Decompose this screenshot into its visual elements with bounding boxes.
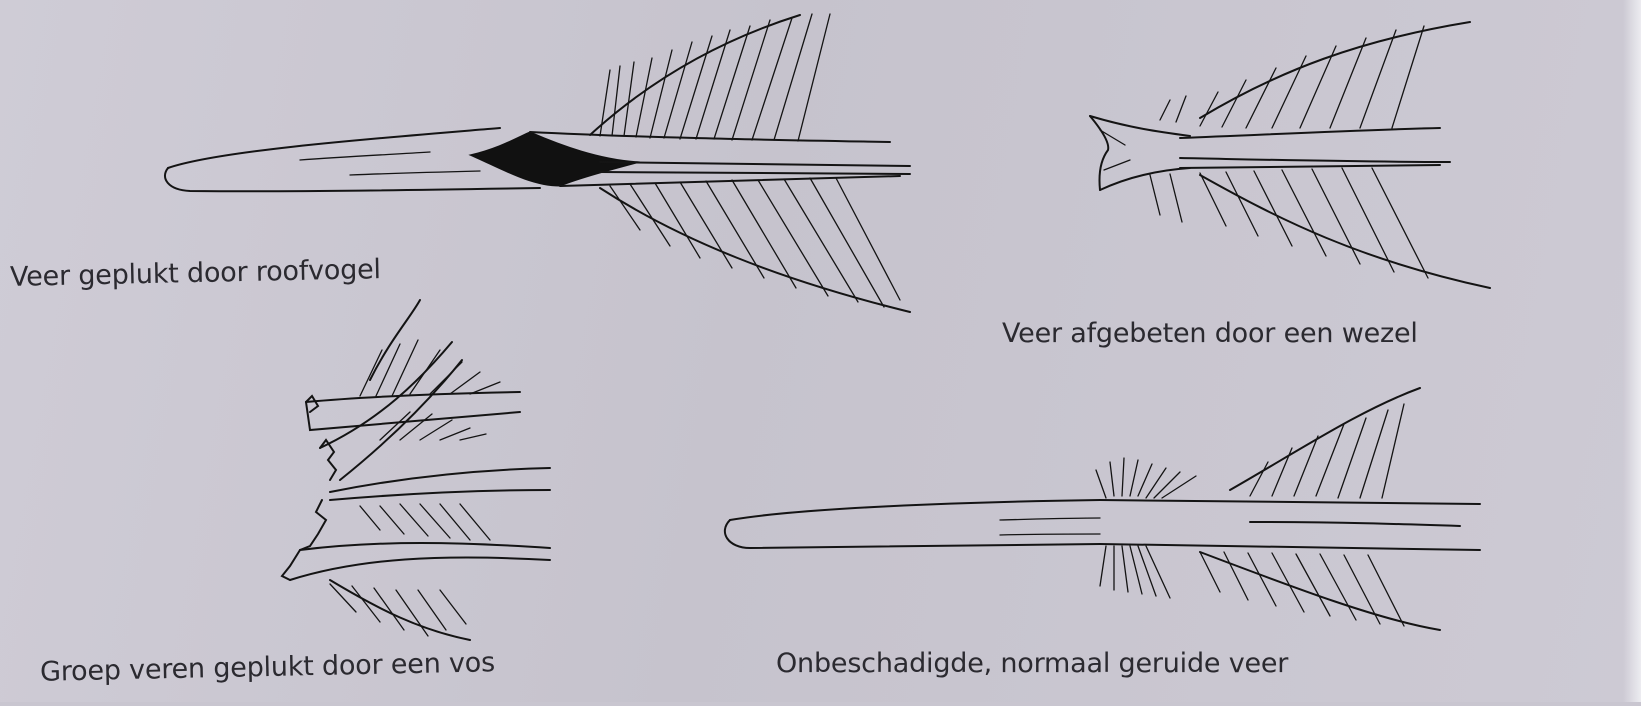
normal-down-tuft (1096, 458, 1196, 598)
normal-vane-bottom (1200, 552, 1440, 630)
caption-weasel: Veer afgebeten door een wezel (1002, 318, 1418, 349)
normal-quill (725, 500, 1100, 548)
normal-vane-top (1230, 388, 1420, 498)
caption-normal: Onbeschadigde, normaal geruide veer (776, 648, 1288, 679)
normal-shaft (1100, 500, 1480, 550)
